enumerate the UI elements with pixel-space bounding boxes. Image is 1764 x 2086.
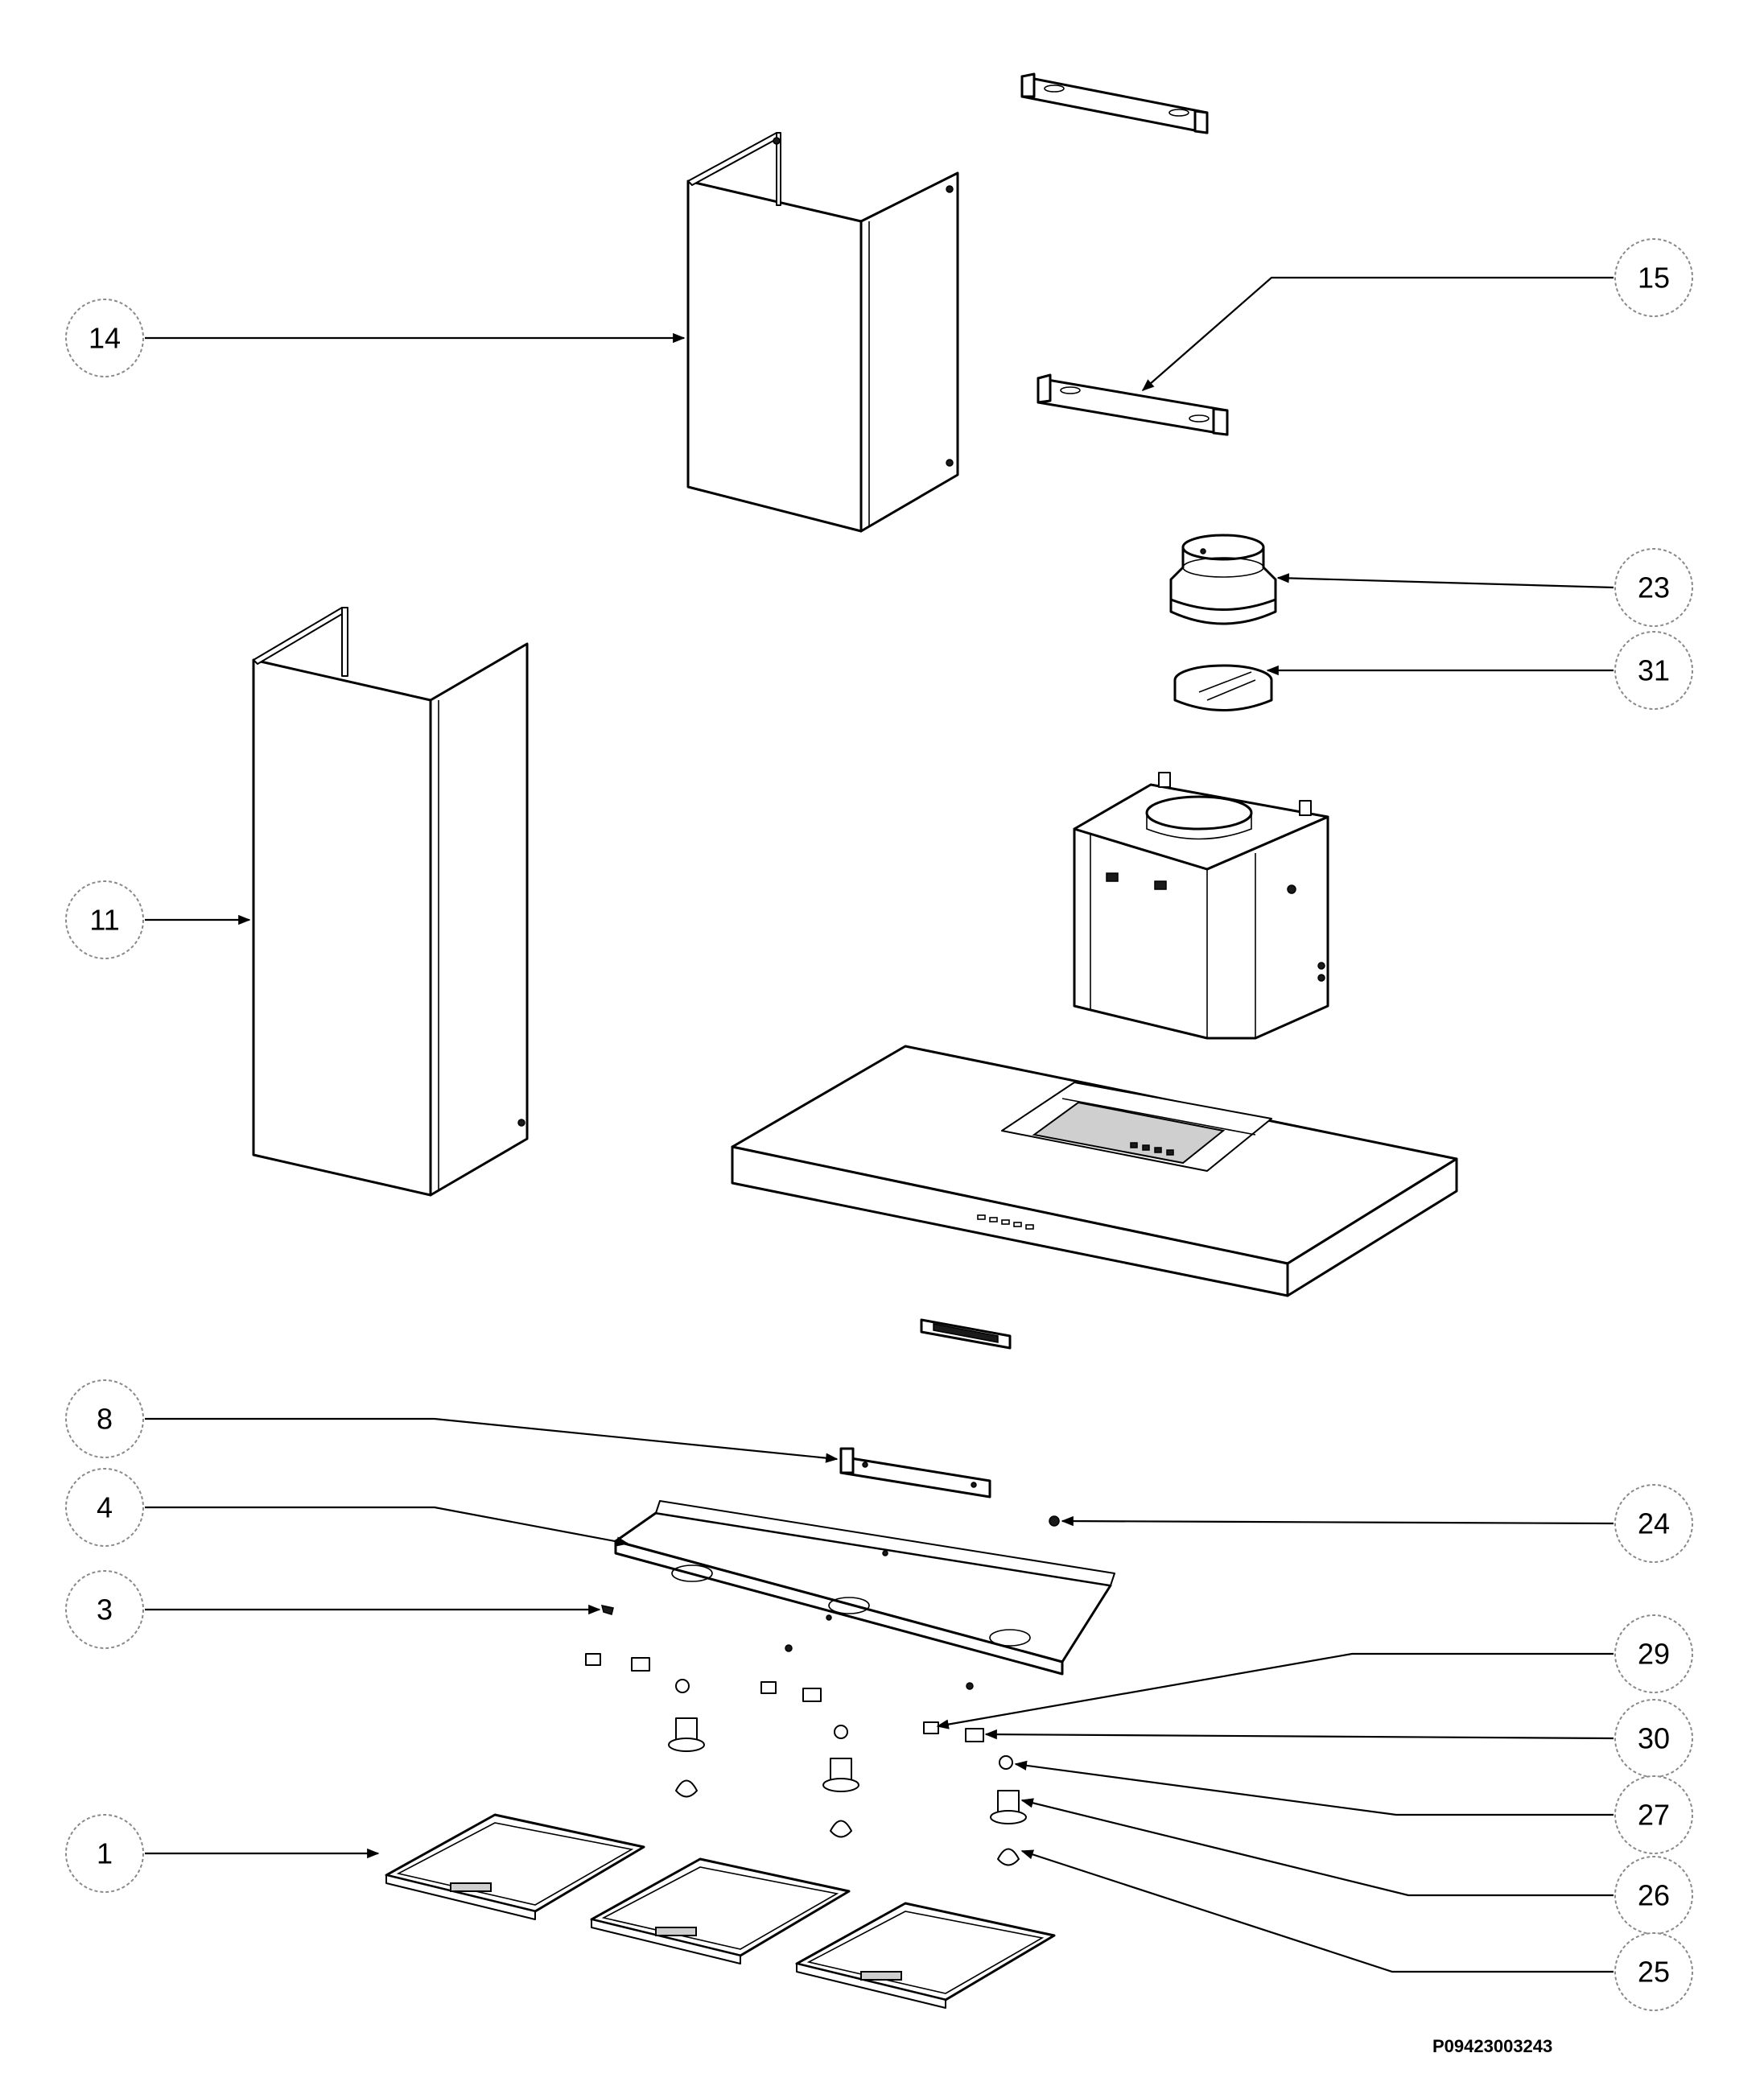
- callout-4: 4: [65, 1468, 144, 1547]
- upper-chimney-cover: [686, 132, 959, 533]
- motor-housing: [1073, 772, 1329, 1040]
- anti-backflow-valve: [1173, 664, 1273, 711]
- callout-label: 26: [1638, 1879, 1670, 1912]
- callout-label: 25: [1638, 1956, 1670, 1989]
- callout-25: 25: [1614, 1932, 1693, 2011]
- callout-3: 3: [65, 1570, 144, 1649]
- callout-label: 31: [1638, 654, 1670, 687]
- callout-label: 3: [97, 1593, 113, 1626]
- callout-label: 15: [1638, 262, 1670, 295]
- fixing-bracket: [839, 1447, 991, 1499]
- callout-label: 29: [1638, 1638, 1670, 1671]
- callout-26: 26: [1614, 1856, 1693, 1935]
- callout-24: 24: [1614, 1484, 1693, 1563]
- callout-label: 23: [1638, 571, 1670, 604]
- lamp-support-frame: [614, 1500, 1115, 1676]
- callout-27: 27: [1614, 1775, 1693, 1854]
- lamp-holders: [668, 1717, 1027, 1824]
- halogen-bulbs: [675, 1779, 1020, 1866]
- callout-29: 29: [1614, 1614, 1693, 1693]
- callout-15: 15: [1614, 238, 1693, 317]
- lamp-clips: [585, 1644, 1013, 1770]
- nut-part: [1049, 1515, 1060, 1527]
- callout-label: 1: [97, 1837, 113, 1870]
- callout-label: 4: [97, 1491, 113, 1524]
- hood-body: [731, 1045, 1458, 1297]
- callout-label: 8: [97, 1403, 113, 1436]
- callout-30: 30: [1614, 1699, 1693, 1778]
- callout-8: 8: [65, 1379, 144, 1458]
- callout-label: 11: [89, 904, 119, 937]
- screw-part: [600, 1605, 614, 1615]
- leader-lines: [145, 276, 1614, 1973]
- air-outlet-flange: [1169, 534, 1277, 625]
- callout-11: 11: [65, 880, 144, 959]
- callout-31: 31: [1614, 631, 1693, 710]
- document-code: P09423003243: [1432, 2036, 1553, 2056]
- callout-label: 14: [89, 322, 121, 355]
- callout-14: 14: [65, 299, 144, 377]
- callout-label: 30: [1638, 1722, 1670, 1755]
- lower-wall-bracket: [1037, 373, 1229, 436]
- control-board: [920, 1318, 1012, 1350]
- callout-23: 23: [1614, 548, 1693, 627]
- upper-wall-bracket: [1020, 72, 1209, 134]
- lower-chimney-cover: [252, 607, 529, 1197]
- callout-label: 27: [1638, 1799, 1670, 1832]
- callout-1: 1: [65, 1814, 144, 1893]
- grease-filters: [385, 1813, 1056, 2009]
- callout-label: 24: [1638, 1507, 1670, 1540]
